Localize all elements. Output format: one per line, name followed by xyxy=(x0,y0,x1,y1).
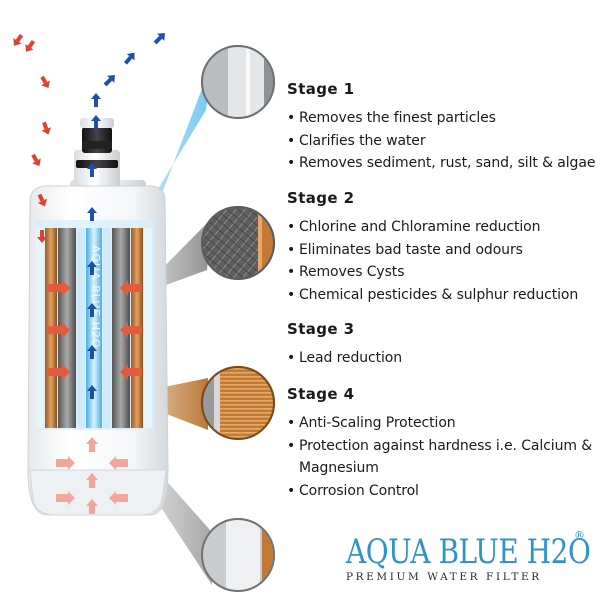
list-item: Eliminates bad taste and odours xyxy=(287,239,578,262)
base-flow-arrows xyxy=(56,437,128,514)
inward-flow-arrows xyxy=(48,280,142,380)
stage-3-list: Lead reduction xyxy=(287,347,402,370)
list-item: Lead reduction xyxy=(287,347,402,370)
brand-tagline: PREMIUM WATER FILTER xyxy=(346,571,542,583)
stage-2-section: Stage 2 Chlorine and Chloramine reductio… xyxy=(287,189,578,306)
list-item: Protection against hardness i.e. Calcium… xyxy=(287,435,592,458)
stage-1-zoom xyxy=(201,45,275,119)
list-item: Chlorine and Chloramine reduction xyxy=(287,216,578,239)
stage-1-title: Stage 1 xyxy=(287,80,355,98)
list-item: Chemical pesticides & sulphur reduction xyxy=(287,284,578,307)
cartridge-label: AQUA BLUE H2O xyxy=(89,245,102,349)
list-item: Removes sediment, rust, sand, silt & alg… xyxy=(287,152,595,175)
stage-1-section: Stage 1 Removes the finest particles Cla… xyxy=(287,80,595,175)
stage-3-title: Stage 3 xyxy=(287,320,355,338)
list-item: Anti-Scaling Protection xyxy=(287,412,592,435)
filter-cartridge: AQUA BLUE H2O xyxy=(27,118,169,516)
inflow-arrows xyxy=(13,33,52,243)
list-item: Corrosion Control xyxy=(287,480,592,503)
list-item: Magnesium xyxy=(299,460,379,476)
stage-4-section: Stage 4 Anti-Scaling Protection Protecti… xyxy=(287,385,592,502)
list-item: Removes the finest particles xyxy=(287,107,595,130)
list-item: Removes Cysts xyxy=(287,261,578,284)
stage-2-beam xyxy=(125,218,212,300)
stage-4-zoom xyxy=(201,366,275,440)
outflow-arrows xyxy=(87,33,165,399)
stage-2-zoom xyxy=(201,206,275,280)
stage-2-title: Stage 2 xyxy=(287,189,355,207)
stage-4-title: Stage 4 xyxy=(287,385,355,403)
stage-4-list: Anti-Scaling Protection Protection again… xyxy=(287,412,592,502)
brand-name: AQUA BLUE H2O xyxy=(346,532,591,572)
registered-mark: ® xyxy=(574,529,585,542)
stage-3-section: Stage 3 Lead reduction xyxy=(287,320,402,370)
stage-1-list: Removes the finest particles Clarifies t… xyxy=(287,107,595,175)
stage-2-list: Chlorine and Chloramine reduction Elimin… xyxy=(287,216,578,306)
stage-3-zoom xyxy=(201,518,275,592)
list-item: Clarifies the water xyxy=(287,130,595,153)
